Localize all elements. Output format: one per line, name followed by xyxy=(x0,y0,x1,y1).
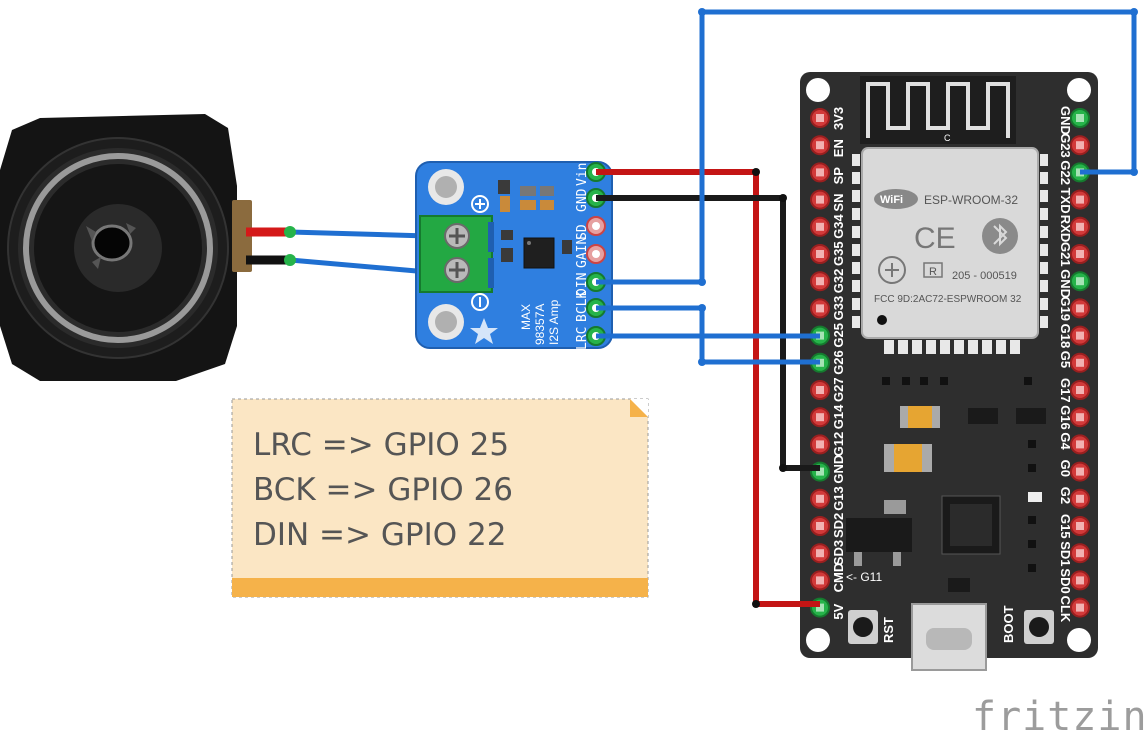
wire-vin-red xyxy=(596,169,820,607)
esp-right-pin-label: G5 xyxy=(1058,351,1073,368)
connection-wires xyxy=(596,8,1138,608)
wire-gnd-black xyxy=(596,195,820,471)
amp-pin-label: GND xyxy=(575,188,590,212)
esp-right-pin-label: G19 xyxy=(1058,296,1073,321)
note-line-1: LRC => GPIO 25 xyxy=(253,427,509,463)
esp-left-pin-label: 3V3 xyxy=(831,107,846,130)
antenna-label: C xyxy=(944,133,951,143)
esp-right-pin-label: RXD xyxy=(1058,215,1073,242)
amp-pin-label: GAIN xyxy=(575,237,590,268)
speaker-wire-plus xyxy=(289,229,429,239)
esp-right-pin-label: G4 xyxy=(1058,432,1073,450)
boot-label: BOOT xyxy=(1001,605,1016,643)
esp-right-pin-label: GND xyxy=(1058,106,1073,135)
esp-right-pin-label: G21 xyxy=(1058,242,1073,267)
amp-chip-text-1: MAX xyxy=(519,304,533,330)
amp-pin-label: Vin xyxy=(575,163,590,186)
esp-left-pin-label: G25 xyxy=(831,323,846,348)
amp-pin-label: SD xyxy=(575,224,590,240)
esp-right-pin-label: G16 xyxy=(1058,405,1073,430)
r-mark: R xyxy=(929,266,937,278)
wifi-badge: WiFi xyxy=(874,189,918,209)
g11-label: <- G11 xyxy=(846,570,882,584)
esp-right-pin-label: GND xyxy=(1058,269,1073,298)
fritzing-logo: fritzing xyxy=(972,694,1146,740)
esp-left-pin-label: SD2 xyxy=(831,513,846,538)
esp-left-pin-label: G33 xyxy=(831,296,846,321)
esp-left-pin-label: G35 xyxy=(831,241,846,266)
smd-components xyxy=(846,377,1046,592)
fcc-text: FCC 9D:2AC72-ESPWROOM 32 xyxy=(874,294,1022,305)
esp-left-pin-label: CMD xyxy=(831,563,846,593)
rst-button xyxy=(853,617,873,637)
esp-right-pin-label: G18 xyxy=(1058,324,1073,349)
esp-left-pin-label: G14 xyxy=(831,404,846,429)
esp-left-pin-label: G32 xyxy=(831,269,846,294)
module-title: ESP-WROOM-32 xyxy=(924,193,1018,207)
bluetooth-icon xyxy=(982,218,1018,254)
esp-left-pin-label: G34 xyxy=(831,213,846,238)
wire-din-blue xyxy=(596,9,1137,285)
esp-right-pin-label: TXD xyxy=(1058,188,1073,214)
note-line-2: BCK => GPIO 26 xyxy=(253,472,513,508)
wifi-badge-text: WiFi xyxy=(880,194,903,206)
esp-right-pin-label: G22 xyxy=(1058,160,1073,185)
esp-left-pin-label: SN xyxy=(831,194,846,212)
esp-right-pin-label: CLK xyxy=(1058,596,1073,623)
speaker-wire-minus xyxy=(289,257,429,275)
speaker xyxy=(0,114,252,381)
rst-label: RST xyxy=(881,617,896,643)
esp-right-pin-label: G17 xyxy=(1058,378,1073,403)
amp-pin-label: DIN xyxy=(575,273,590,296)
esp-left-pin-label: GND xyxy=(831,455,846,484)
speaker-wires xyxy=(246,226,433,277)
boot-button xyxy=(1029,617,1049,637)
esp-right-pin-label: G15 xyxy=(1058,514,1073,539)
esp-right-pin-label: SD0 xyxy=(1058,568,1073,593)
esp-left-pin-label: G27 xyxy=(831,377,846,402)
esp-left-pin-label: 5V xyxy=(831,603,846,619)
ce-mark: CE xyxy=(914,222,956,255)
esp-right-pin-label: SD1 xyxy=(1058,541,1073,566)
esp-left-pin-label: G13 xyxy=(831,486,846,511)
cert-number: 205 - 000519 xyxy=(952,270,1017,282)
amp-chip-text-2: 98357A xyxy=(533,304,547,345)
esp-left-pin-label: G26 xyxy=(831,350,846,375)
esp-right-pin-label: G2 xyxy=(1058,487,1073,504)
amp-chip-text-3: I2S Amp xyxy=(547,299,561,345)
recycle-icon xyxy=(878,256,906,284)
esp-left-pin-label: G12 xyxy=(831,432,846,457)
amp-pin-label: LRC xyxy=(575,327,590,350)
amp-pin-label: BCLK xyxy=(575,291,590,322)
esp-right-pin-label: G23 xyxy=(1058,133,1073,158)
esp-left-pin-label: EN xyxy=(831,139,846,157)
note: LRC => GPIO 25 BCK => GPIO 26 DIN => GPI… xyxy=(231,398,649,598)
esp-right-pin-label: G0 xyxy=(1058,460,1073,477)
esp-left-pin-label: SD3 xyxy=(831,540,846,565)
esp-left-pin-label: SP xyxy=(831,167,846,185)
note-line-3: DIN => GPIO 22 xyxy=(253,517,506,553)
esp32-board: C WiFi ESP-WROOM-32 CE R 205 - 000519 FC… xyxy=(800,72,1098,671)
